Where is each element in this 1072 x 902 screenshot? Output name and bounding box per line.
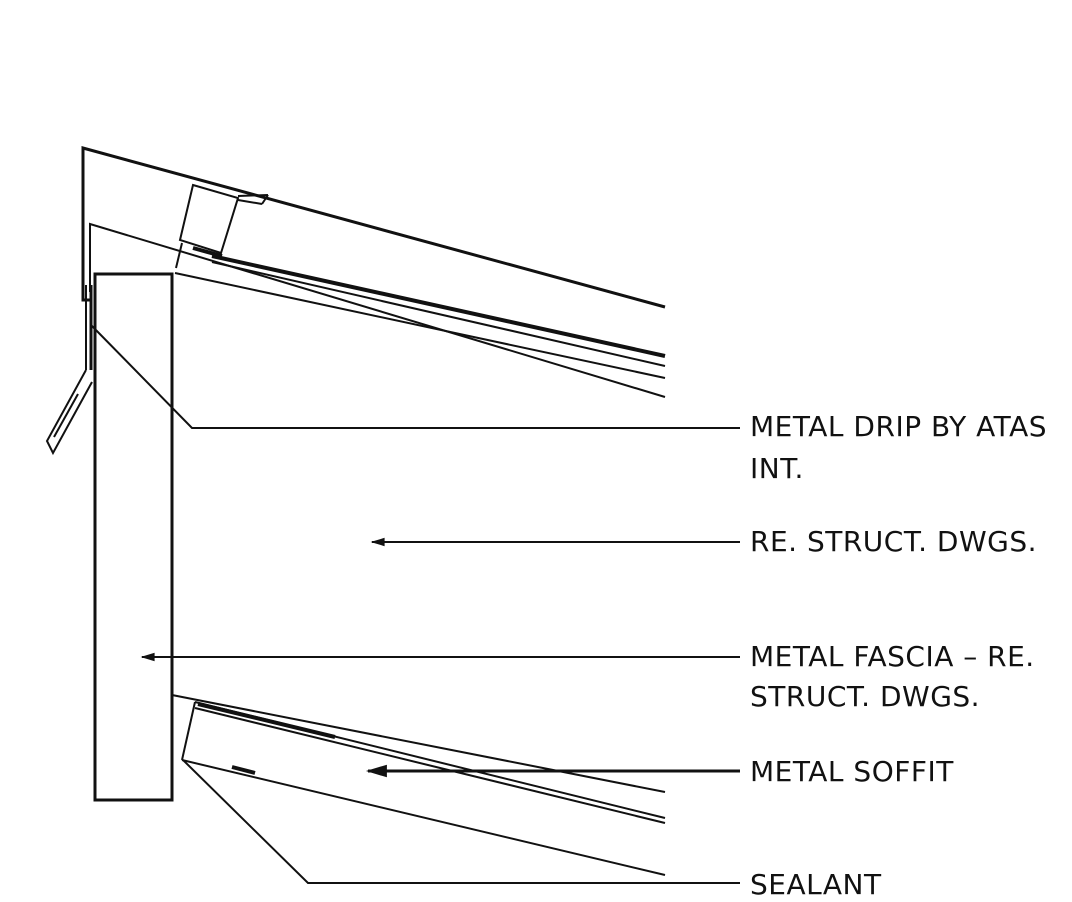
leader-metal-drip (90, 324, 740, 429)
metal-flashing-outline (81, 146, 666, 309)
label-metal-soffit: METAL SOFFIT (750, 755, 954, 788)
fascia-drip-hook (45, 285, 93, 456)
soffit-lines (171, 694, 666, 876)
roof-deck-lines (89, 222, 666, 398)
leader-lines (90, 324, 740, 884)
leader-sealant (182, 759, 740, 884)
label-sealant: SEALANT (750, 868, 882, 901)
label-metal-drip-line1: METAL DRIP BY ATAS (750, 410, 1048, 443)
metal-drip-detail (175, 183, 269, 269)
label-structural-drawings: RE. STRUCT. DWGS. (750, 525, 1038, 558)
label-metal-fascia-line1: METAL FASCIA – RE. (750, 640, 1035, 673)
label-metal-fascia-line2: STRUCT. DWGS. (750, 680, 981, 713)
label-metal-drip-line2: INT. (750, 452, 804, 485)
metal-fascia-panel (93, 272, 174, 802)
